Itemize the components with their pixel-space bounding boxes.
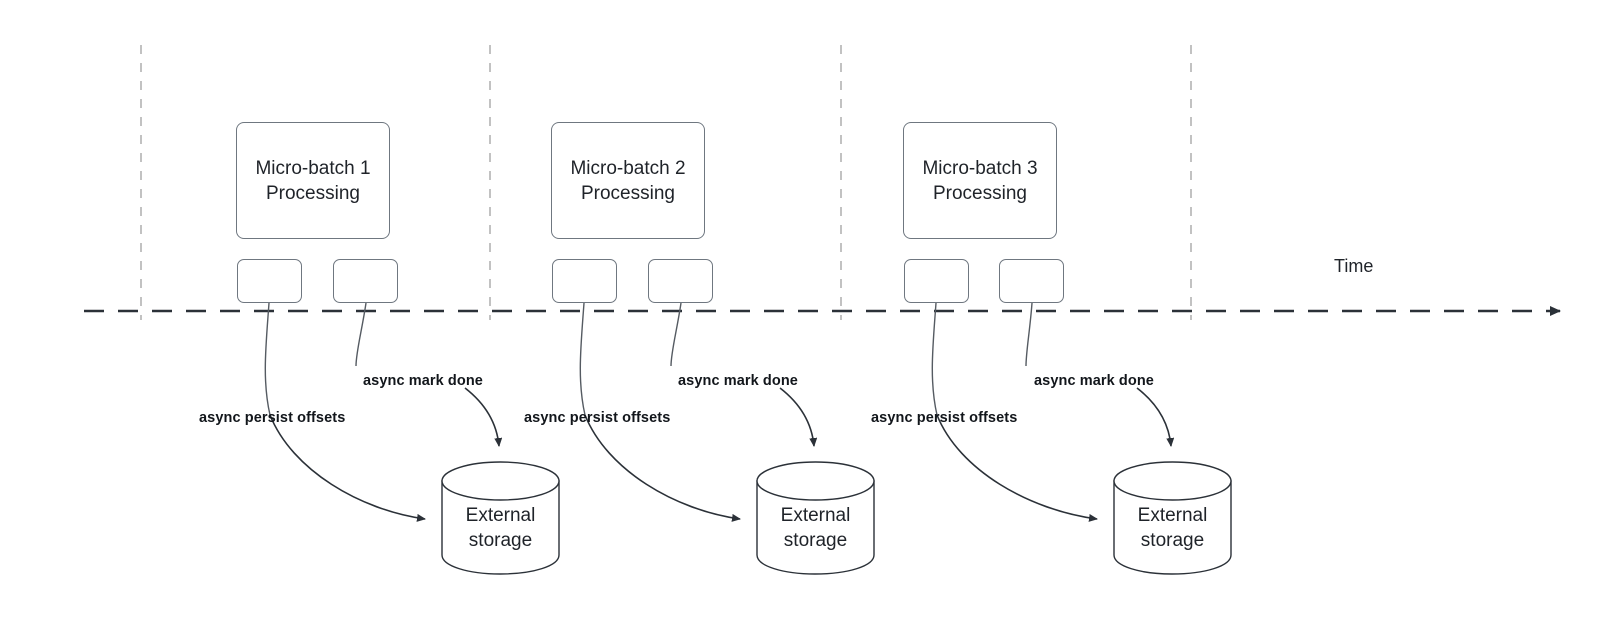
storage-cylinder-2[interactable]: [756, 461, 875, 575]
async-mark-done-label-2: async mark done: [678, 373, 798, 389]
group-2-edges: [579, 302, 818, 522]
async-persist-offsets-label-3: async persist offsets: [871, 410, 1018, 426]
mark-done-task-box-1[interactable]: [333, 259, 398, 303]
persist-task-box-1[interactable]: [237, 259, 302, 303]
markdone-arrow-1: [464, 387, 503, 447]
persist-arrow-1: [269, 414, 426, 522]
persist-stem-3: [931, 302, 938, 416]
markdone-stem-1: [355, 302, 367, 367]
storage-cylinder-1[interactable]: [441, 461, 560, 575]
time-axis-label: Time: [1334, 256, 1374, 276]
async-persist-offsets-label-2: async persist offsets: [524, 410, 671, 426]
mark-done-task-box-2[interactable]: [648, 259, 713, 303]
async-persist-offsets-label-1: async persist offsets: [199, 410, 346, 426]
storage-cylinders: [441, 461, 1232, 575]
micro-batch-1-processing-box[interactable]: Micro-batch 1 Processing: [236, 122, 390, 239]
persist-arrow-2: [584, 414, 741, 522]
micro-batch-3-processing-box[interactable]: Micro-batch 3 Processing: [903, 122, 1057, 239]
persist-stem-1: [264, 302, 271, 416]
markdone-stem-3: [1025, 302, 1033, 367]
micro-batch-2-processing-label: Micro-batch 2 Processing: [570, 157, 686, 204]
persist-arrow-3: [936, 414, 1098, 522]
persist-task-box-3[interactable]: [904, 259, 969, 303]
micro-batch-2-processing-box[interactable]: Micro-batch 2 Processing: [551, 122, 705, 239]
group-1-edges: [264, 302, 503, 522]
markdone-arrow-3: [1136, 387, 1175, 447]
group-3-edges: [931, 302, 1175, 522]
storage-cylinder-3[interactable]: [1113, 461, 1232, 575]
persist-stem-2: [579, 302, 586, 416]
micro-batch-1-processing-label: Micro-batch 1 Processing: [255, 157, 371, 204]
persist-task-box-2[interactable]: [552, 259, 617, 303]
micro-batch-3-processing-label: Micro-batch 3 Processing: [922, 157, 1038, 204]
markdone-stem-2: [670, 302, 682, 367]
mark-done-task-box-3[interactable]: [999, 259, 1064, 303]
async-mark-done-label-3: async mark done: [1034, 373, 1154, 389]
markdone-arrow-2: [779, 387, 818, 447]
async-mark-done-label-1: async mark done: [363, 373, 483, 389]
